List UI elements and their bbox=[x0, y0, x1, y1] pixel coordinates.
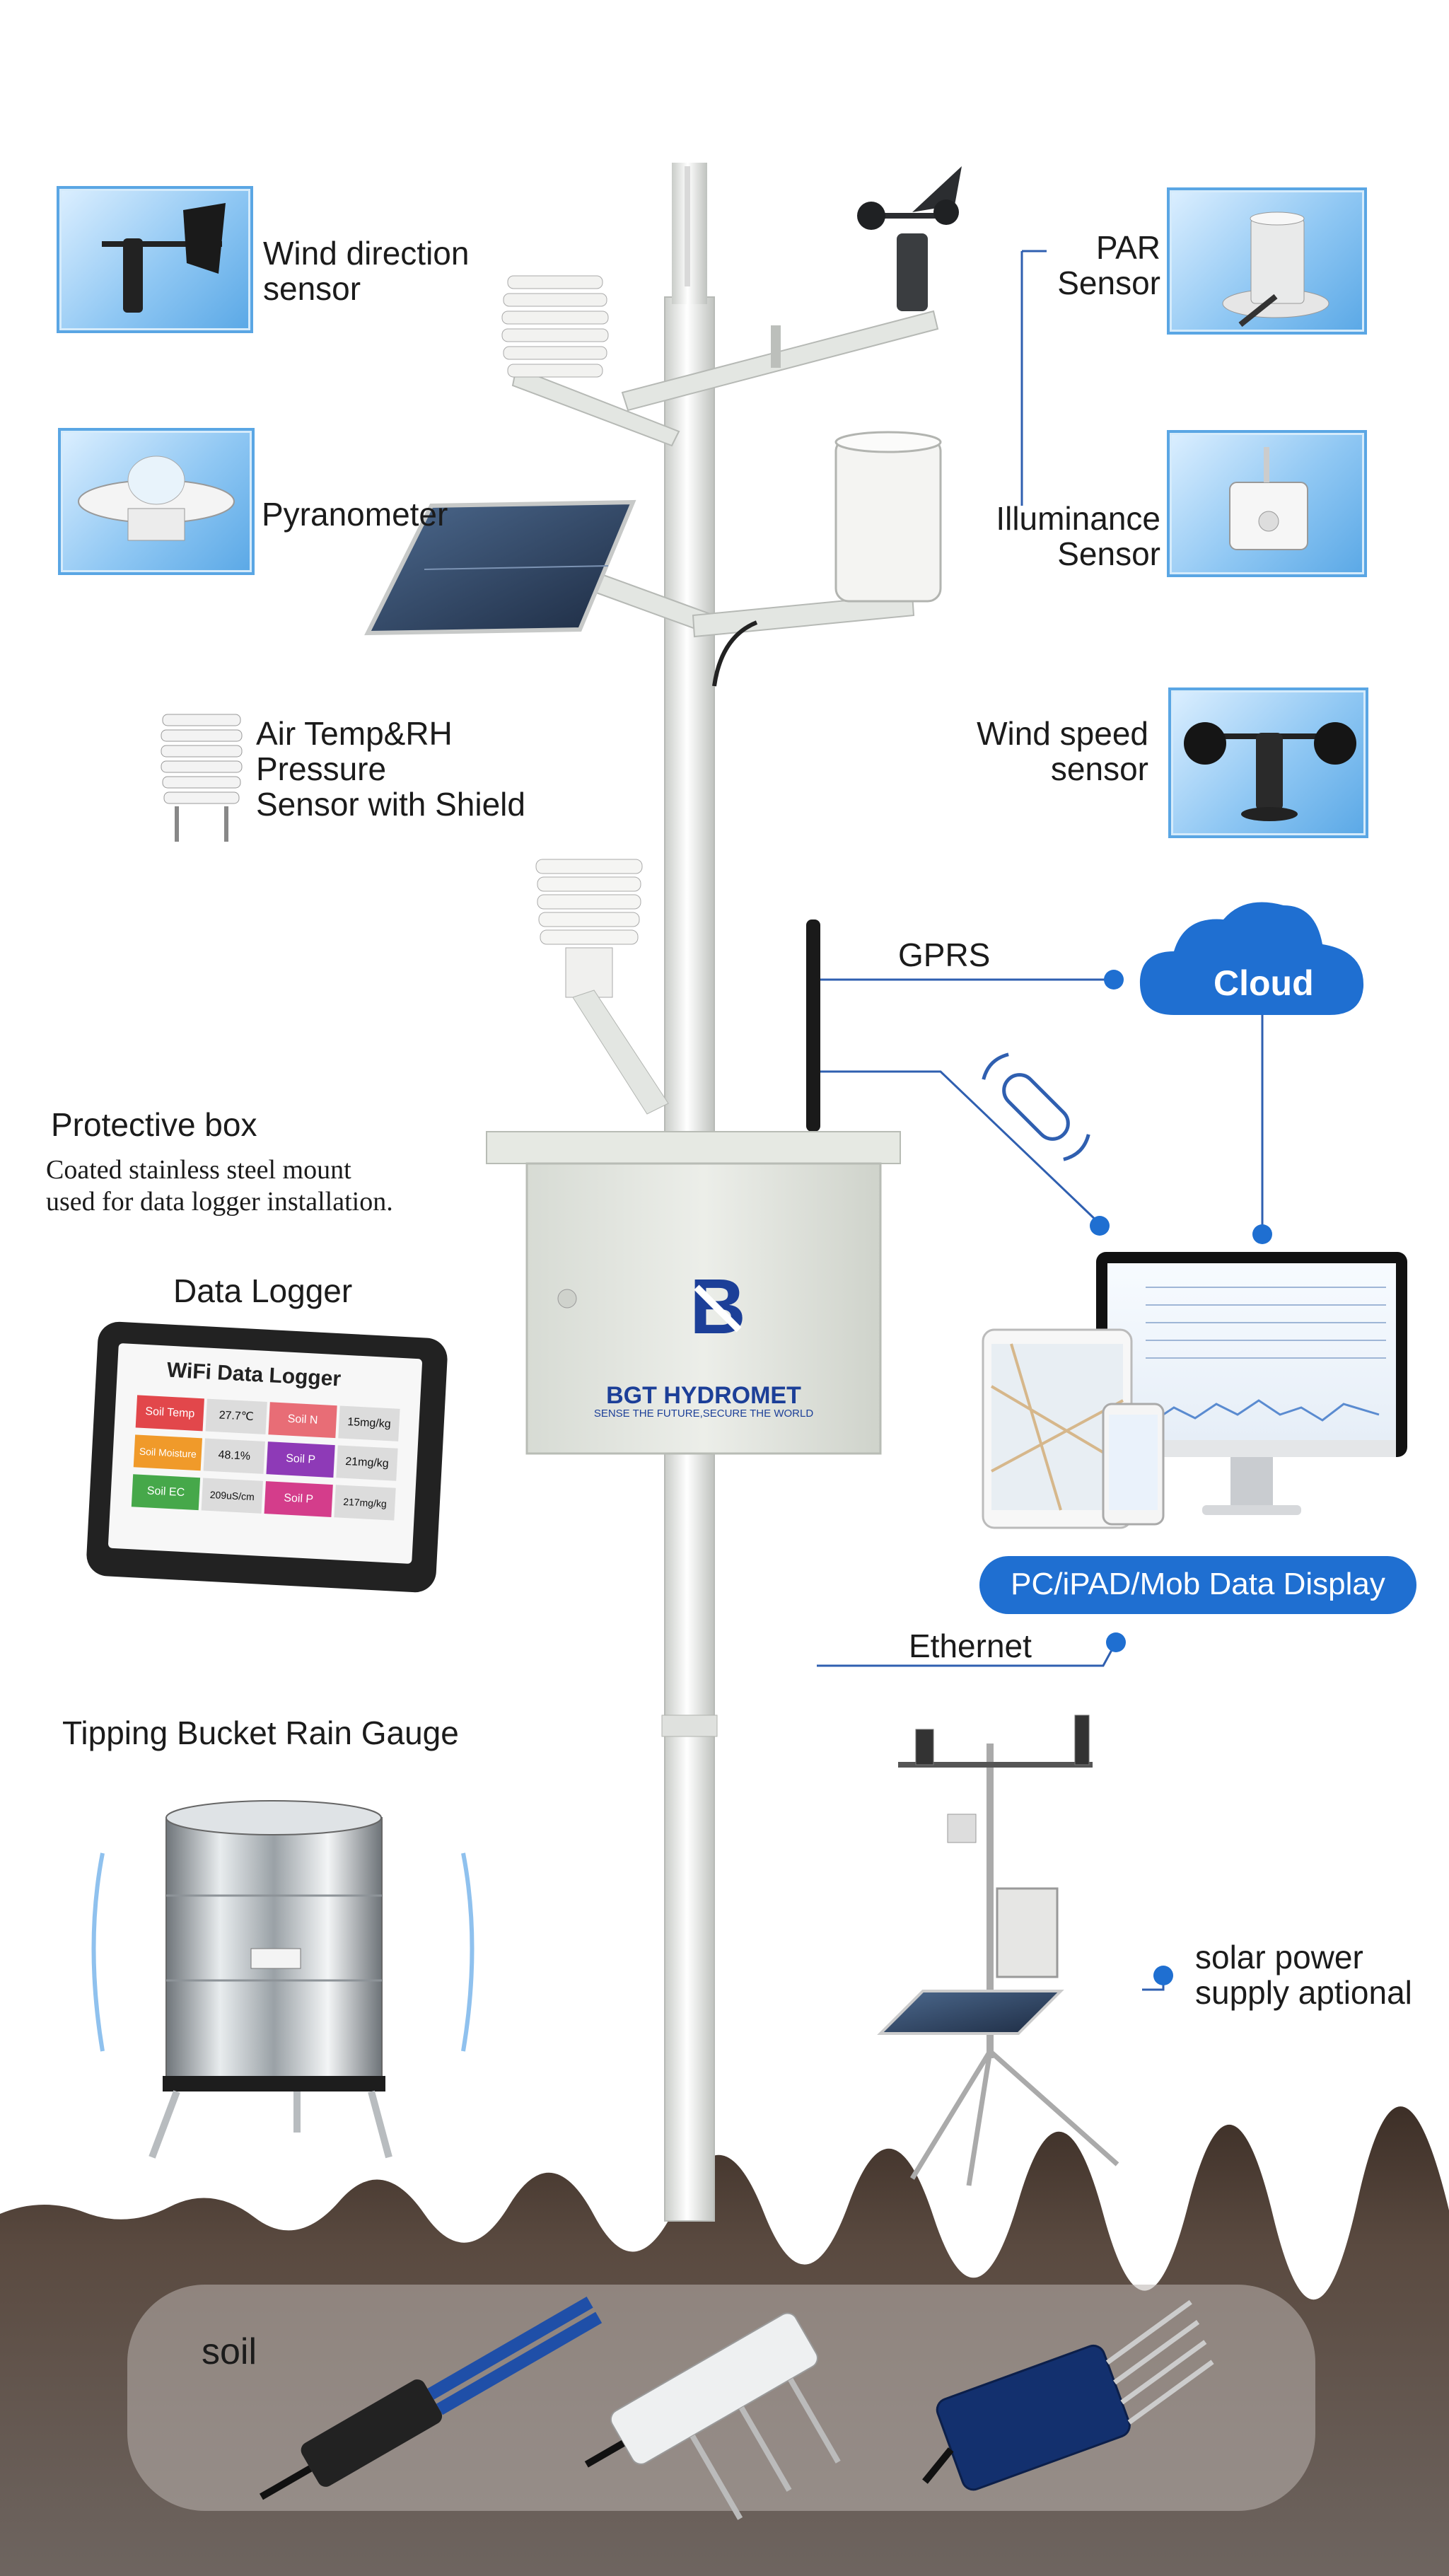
wind-vane-icon bbox=[102, 203, 226, 313]
pyranometer-card bbox=[58, 428, 255, 575]
logger-cell-value: 15mg/kg bbox=[338, 1405, 400, 1441]
cloud-label: Cloud bbox=[1214, 963, 1314, 1003]
protective-box-desc: Coated stainless steel mount used for da… bbox=[46, 1155, 393, 1217]
pyranometer-label: Pyranometer bbox=[262, 496, 448, 533]
gprs-label: GPRS bbox=[898, 936, 991, 973]
logger-grid: Soil Temp 27.7℃ Soil N 15mg/kg Soil Mois… bbox=[131, 1395, 406, 1521]
par-sensor-label: PAR Sensor bbox=[1057, 229, 1160, 301]
mid-radiation-shield bbox=[535, 859, 669, 1115]
gprs-antenna bbox=[806, 919, 820, 1132]
solar-panel bbox=[364, 499, 636, 636]
air-temp-label: Air Temp&RH Pressure Sensor with Shield bbox=[256, 715, 525, 823]
logger-screen-title: WiFi Data Logger bbox=[166, 1358, 342, 1391]
top-radiation-shield bbox=[501, 275, 609, 378]
logger-cell-label: Soil Temp bbox=[135, 1395, 204, 1432]
top-wind-sensor bbox=[857, 166, 962, 311]
brand-slogan: SENSE THE FUTURE,SECURE THE WORLD bbox=[593, 1408, 814, 1420]
logger-cell-label: Soil Moisture bbox=[133, 1434, 203, 1471]
soil-sensor-probes bbox=[259, 2297, 1214, 2520]
logger-cell-value: 209uS/cm bbox=[201, 1478, 263, 1514]
solar-power-label: solar power supply aptional bbox=[1195, 1939, 1412, 2011]
wind-speed-card bbox=[1168, 687, 1368, 838]
logger-cell-label: Soil N bbox=[268, 1402, 337, 1439]
protective-box-title: Protective box bbox=[51, 1106, 257, 1143]
par-sensor-card bbox=[1167, 187, 1367, 335]
display-devices bbox=[982, 1252, 1407, 1529]
logger-cell-value: 21mg/kg bbox=[336, 1445, 398, 1481]
cloud-shape bbox=[1139, 902, 1364, 1015]
brand-name: BGT HYDROMET bbox=[606, 1382, 801, 1409]
rain-gauge-label: Tipping Bucket Rain Gauge bbox=[62, 1715, 459, 1751]
upper-cross-arm bbox=[511, 310, 939, 447]
logger-cell-label: Soil P bbox=[266, 1441, 335, 1478]
rain-gauge-illustration bbox=[91, 1800, 475, 2159]
wind-direction-card bbox=[57, 186, 253, 333]
logger-cell-value: 48.1% bbox=[203, 1438, 265, 1474]
soil-label: soil bbox=[202, 2331, 257, 2372]
logger-screen: WiFi Data Logger Soil Temp 27.7℃ Soil N … bbox=[107, 1342, 423, 1565]
logger-cell-value: 27.7℃ bbox=[205, 1398, 267, 1434]
protective-box-enclosure: B bbox=[486, 1131, 901, 1455]
logger-cell-label: Soil EC bbox=[131, 1474, 201, 1511]
connector-dots bbox=[1090, 970, 1272, 1985]
ethernet-label: Ethernet bbox=[909, 1628, 1032, 1664]
air-temp-shield-icon bbox=[161, 714, 243, 842]
display-badge-bg bbox=[979, 1556, 1416, 1614]
mini-weather-station bbox=[877, 1715, 1119, 2186]
wind-direction-label: Wind direction sensor bbox=[263, 235, 470, 307]
logger-cell-label: Soil P bbox=[264, 1481, 333, 1518]
wind-speed-label: Wind speed sensor bbox=[977, 715, 1148, 787]
display-badge-label: PC/iPAD/Mob Data Display bbox=[1011, 1567, 1385, 1601]
wireless-signal-icon bbox=[982, 1052, 1090, 1161]
illuminance-sensor-icon bbox=[1229, 447, 1308, 550]
illuminance-label: Illuminance Sensor bbox=[996, 500, 1160, 572]
par-sensor-icon bbox=[1222, 211, 1329, 327]
data-logger-label: Data Logger bbox=[173, 1272, 353, 1309]
logger-cell-value: 217mg/kg bbox=[334, 1485, 396, 1521]
pyranometer-icon bbox=[78, 456, 235, 541]
illuminance-sensor-card bbox=[1167, 430, 1367, 577]
anemometer-icon bbox=[1184, 722, 1356, 821]
